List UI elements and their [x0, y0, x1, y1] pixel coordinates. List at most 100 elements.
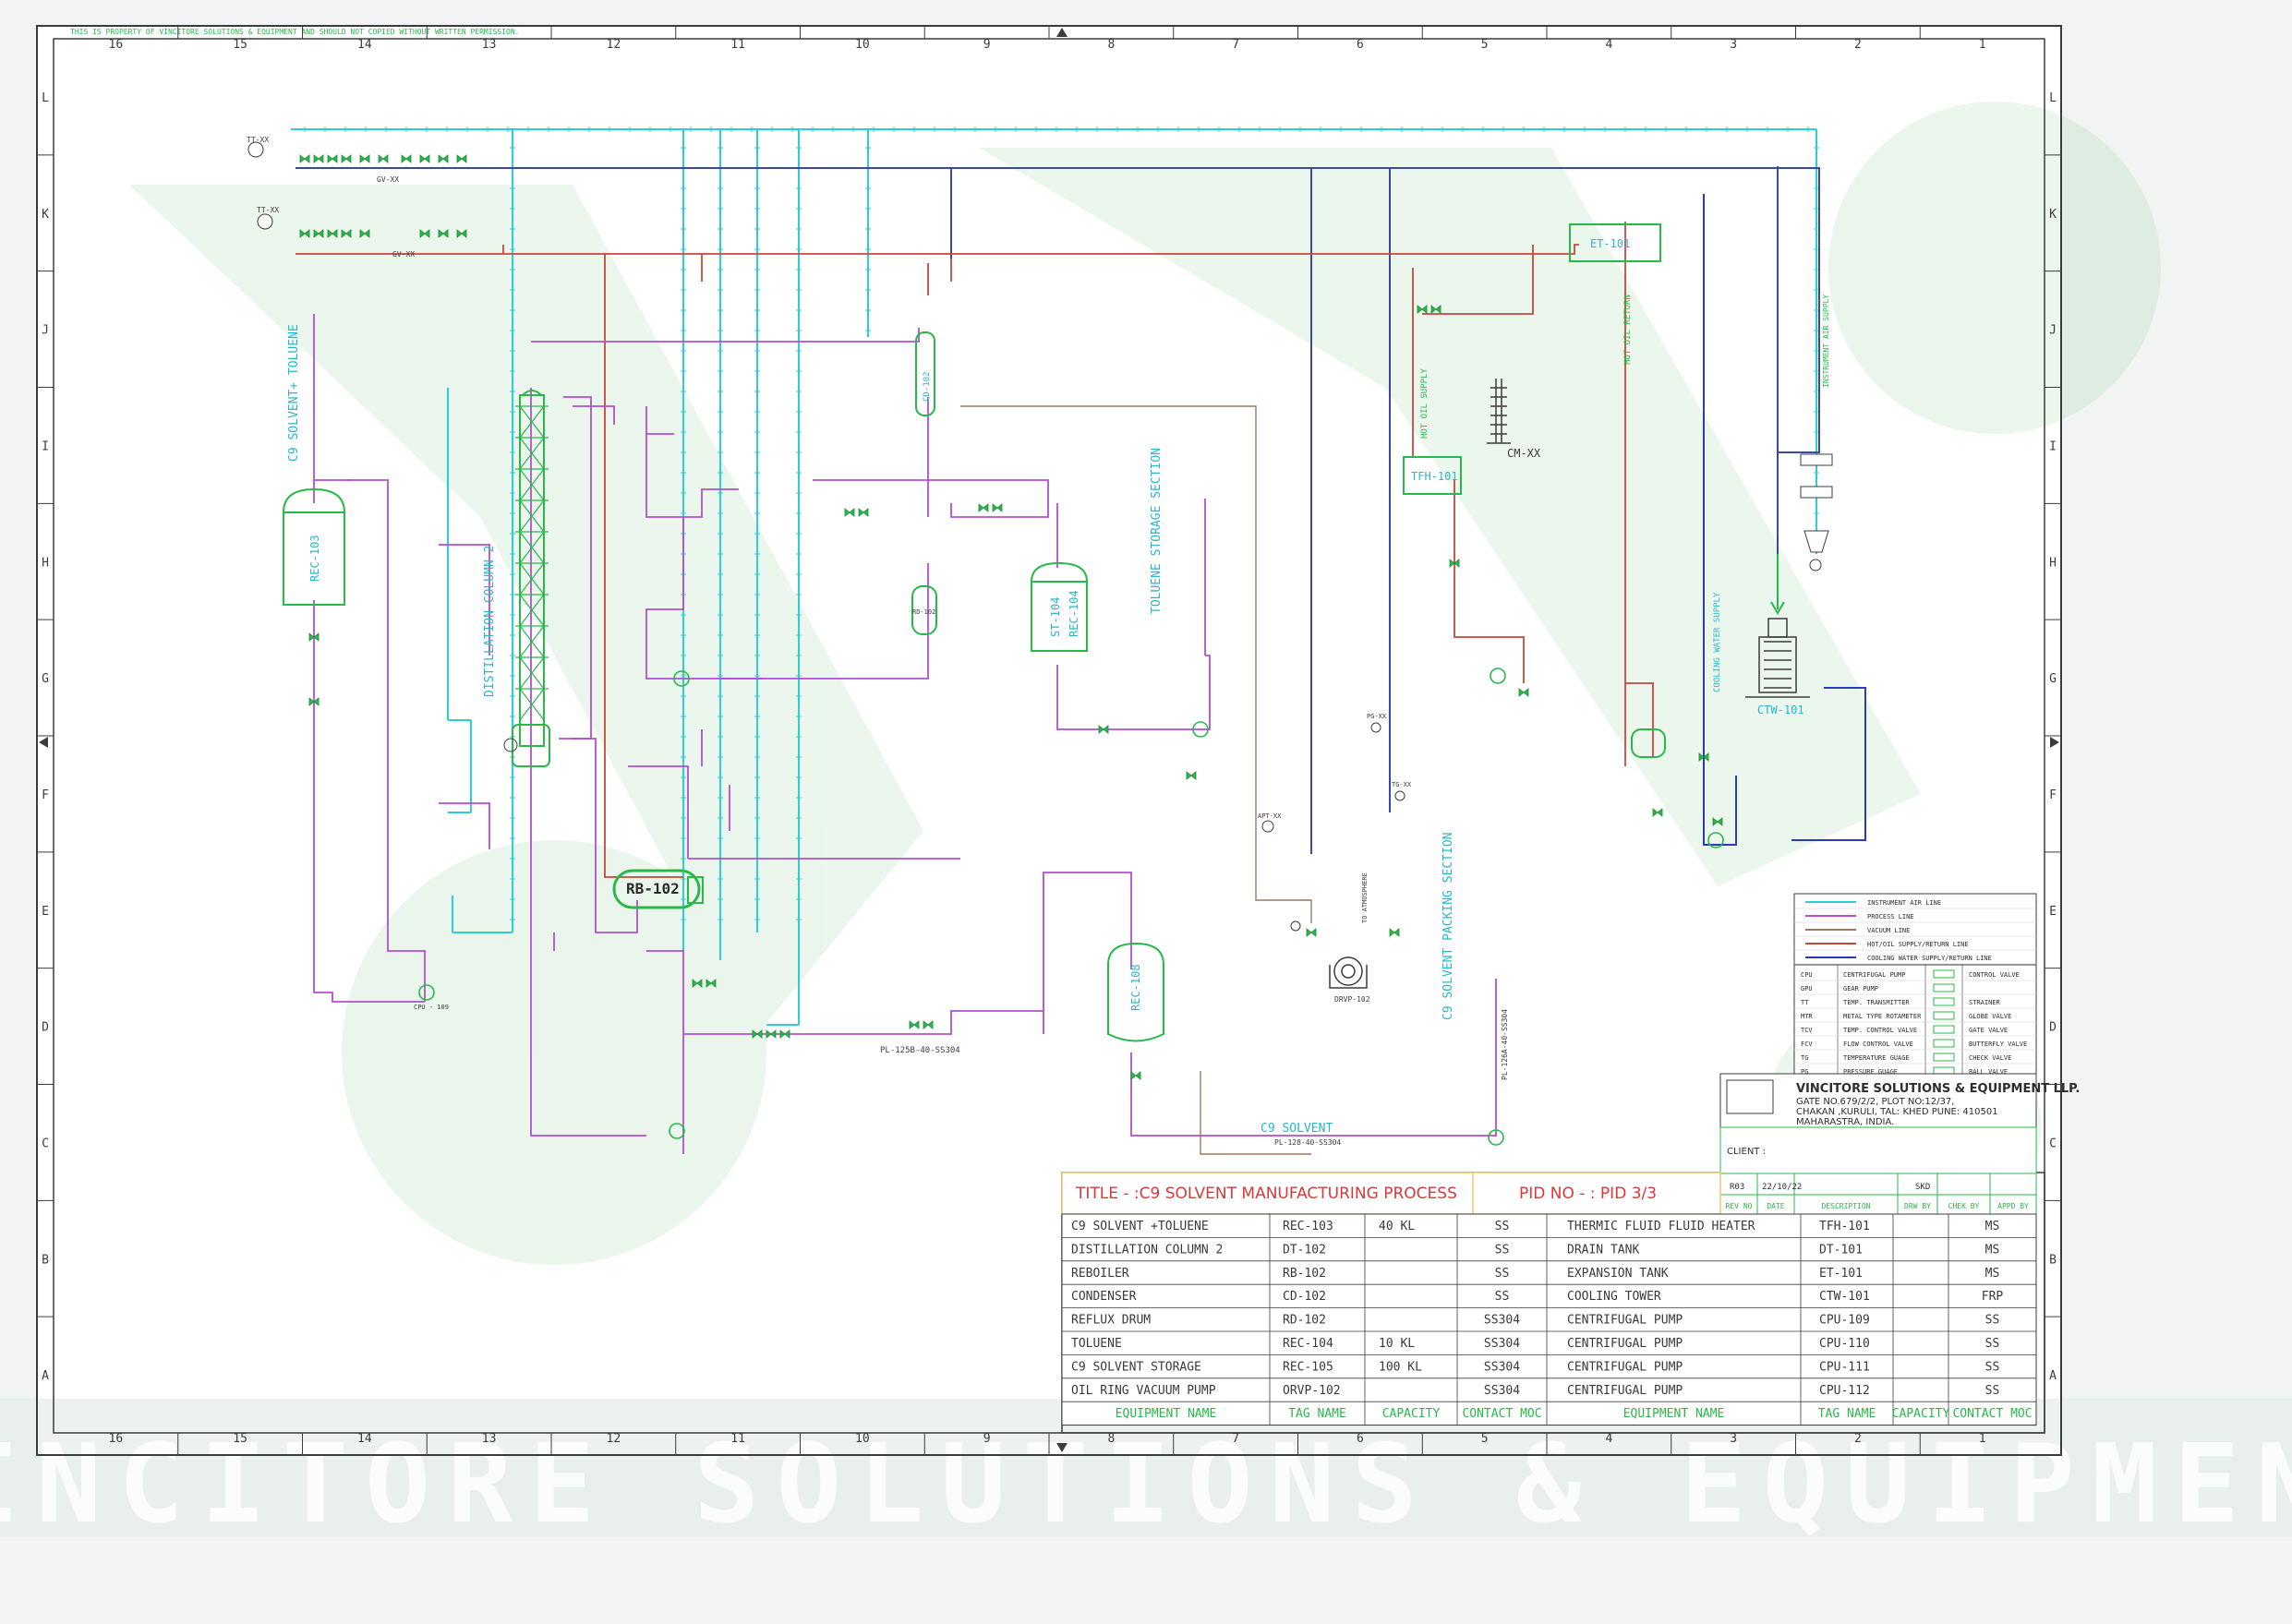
grid-col-label: 15: [233, 38, 247, 52]
grid-row-label: L: [42, 91, 49, 105]
legend-symbol-icon: [1933, 1025, 1955, 1034]
legend-symbol-icon: [1933, 997, 1955, 1006]
equipment-table-cell: CPU-110: [1819, 1337, 1870, 1351]
equipment-table-cell: REBOILER: [1071, 1267, 1129, 1281]
equipment-table-cell: CONDENSER: [1071, 1290, 1137, 1304]
grid-row-label: E: [2049, 905, 2057, 919]
grid-col-label: 14: [357, 1432, 372, 1446]
equipment-table-cell: OIL RING VACUUM PUMP: [1071, 1384, 1216, 1398]
level-indicator-icon: [503, 738, 518, 752]
grid-col-label: 4: [1605, 38, 1612, 52]
grid-col-label: 12: [607, 1432, 621, 1446]
equipment-table-cell: ORVP-102: [1283, 1384, 1341, 1398]
instrument-air-lines: [291, 128, 1817, 1026]
equipment-table-cell: SS: [1985, 1337, 2000, 1351]
grid-row-label: D: [42, 1021, 49, 1035]
packing-section: [519, 437, 545, 470]
packing-section: [519, 656, 545, 690]
process-lines: [313, 314, 1497, 1154]
grid-col-label: 9: [983, 1432, 991, 1446]
pump-icon: [1490, 668, 1506, 684]
valve-icon: [1652, 808, 1663, 817]
revision-header: DESCRIPTION: [1822, 1202, 1871, 1210]
grid-col-label: 3: [1730, 1432, 1737, 1446]
equipment-table-cell: FRP: [1982, 1290, 2004, 1304]
equipment-table-header: CONTACT MOC: [1952, 1407, 2032, 1421]
grid-column-labels: 1616151514141313121211111010998877665544…: [109, 26, 1986, 1455]
grid-row-label: G: [42, 672, 49, 686]
label-hot-oil-return: HOT OIL RETURN: [1623, 295, 1633, 365]
equipment-table-cell: SS: [1495, 1267, 1510, 1281]
valve-icon: [313, 229, 324, 238]
legend-symbol-name: METAL TYPE ROTAMETER: [1843, 1013, 1922, 1020]
label-tg-xx: TG-XX: [1392, 781, 1412, 788]
grid-row-label: J: [42, 324, 49, 338]
copyright-notice: THIS IS PROPERTY OF VINCITORE SOLUTIONS …: [70, 28, 519, 36]
packing-section: [519, 625, 545, 658]
label-c9-line: PL-128-40-SS304: [1274, 1138, 1341, 1147]
equipment-table-cell: SS: [1495, 1220, 1510, 1233]
drain-tank: [1631, 728, 1666, 758]
equipment-table-cell: CD-102: [1283, 1290, 1326, 1304]
grid-row-label: B: [42, 1253, 49, 1267]
rec-104-vessel: [1031, 561, 1088, 652]
equipment-table-cell: 100 KL: [1379, 1360, 1422, 1374]
legend-line-label: PROCESS LINE: [1867, 913, 1914, 920]
equipment-table-cell: 40 KL: [1379, 1220, 1415, 1233]
grid-row-label: K: [42, 208, 49, 222]
grid-row-label: K: [2049, 208, 2057, 222]
grid-col-label: 8: [1107, 1432, 1115, 1446]
valves: [299, 154, 1723, 1080]
label-rd-102: RD-102: [912, 608, 935, 616]
grid-row-label: D: [2049, 1021, 2057, 1035]
valve-icon: [313, 154, 324, 163]
label-st-104: ST-104: [1049, 597, 1062, 637]
equipment-table-header: CAPACITY: [1382, 1407, 1441, 1421]
valve-icon: [438, 154, 449, 163]
equipment-table-cell: REFLUX DRUM: [1071, 1314, 1151, 1328]
equipment: [283, 223, 1810, 1042]
chimney-cm-xx: [1487, 379, 1511, 444]
grid-row-label: A: [42, 1369, 49, 1383]
valve-icon: [299, 154, 310, 163]
valve-icon: [378, 154, 389, 163]
valve-icon: [327, 154, 338, 163]
legend-symbol-right: CHECK VALVE: [1969, 1054, 2011, 1062]
valve-icon: [359, 229, 370, 238]
pump-cpu-109-icon: [418, 984, 435, 1001]
equipment-table-cell: MS: [1985, 1267, 2000, 1281]
legend-symbol-code: GPU: [1801, 985, 1813, 992]
legend-symbol-right: BALL VALVE: [1969, 1068, 2008, 1076]
grid-col-label: 11: [730, 1432, 745, 1446]
label-toluene-storage: TOLUENE STORAGE SECTION: [1150, 448, 1164, 614]
temp-transmitter-icon: [247, 141, 264, 158]
equipment-table-cell: C9 SOLVENT +TOLUENE: [1071, 1220, 1209, 1233]
valve-icon: [1098, 725, 1109, 734]
equipment-table-header: CONTACT MOC: [1462, 1407, 1541, 1421]
equipment-table-cell: DRAIN TANK: [1567, 1243, 1639, 1257]
equipment-table-cell: SS: [1985, 1384, 2000, 1398]
equipment-table-cell: COOLING TOWER: [1567, 1290, 1661, 1304]
equipment-table-cell: 10 KL: [1379, 1337, 1415, 1351]
pressure-gauge-icon: [1370, 722, 1381, 733]
equipment-table-cell: CPU-112: [1819, 1384, 1870, 1398]
equipment-table-header: EQUIPMENT NAME: [1116, 1407, 1217, 1421]
grid-col-label: 10: [855, 1432, 870, 1446]
grid-row-label: C: [42, 1137, 49, 1150]
valve-icon: [299, 229, 310, 238]
grid-col-label: 13: [482, 1432, 497, 1446]
valve-icon: [978, 503, 989, 512]
legend-symbol-right: BUTTERFLY VALVE: [1969, 1041, 2027, 1048]
label-packing-line: PL-126A-40-SS304: [1501, 1009, 1509, 1080]
legend-symbol-right: GATE VALVE: [1969, 1027, 2008, 1034]
equipment-table-cell: REC-104: [1283, 1337, 1333, 1351]
label-cpu-109: CPU - 109: [414, 1004, 449, 1011]
cooling-tower-ctw-101: [1745, 554, 1810, 698]
legend-symbol-code: FCV: [1801, 1041, 1813, 1048]
valve-icon: [1518, 688, 1529, 697]
equipment-table-cell: CENTRIFUGAL PUMP: [1567, 1337, 1683, 1351]
label-gv-xx: GV-XX: [377, 175, 399, 184]
